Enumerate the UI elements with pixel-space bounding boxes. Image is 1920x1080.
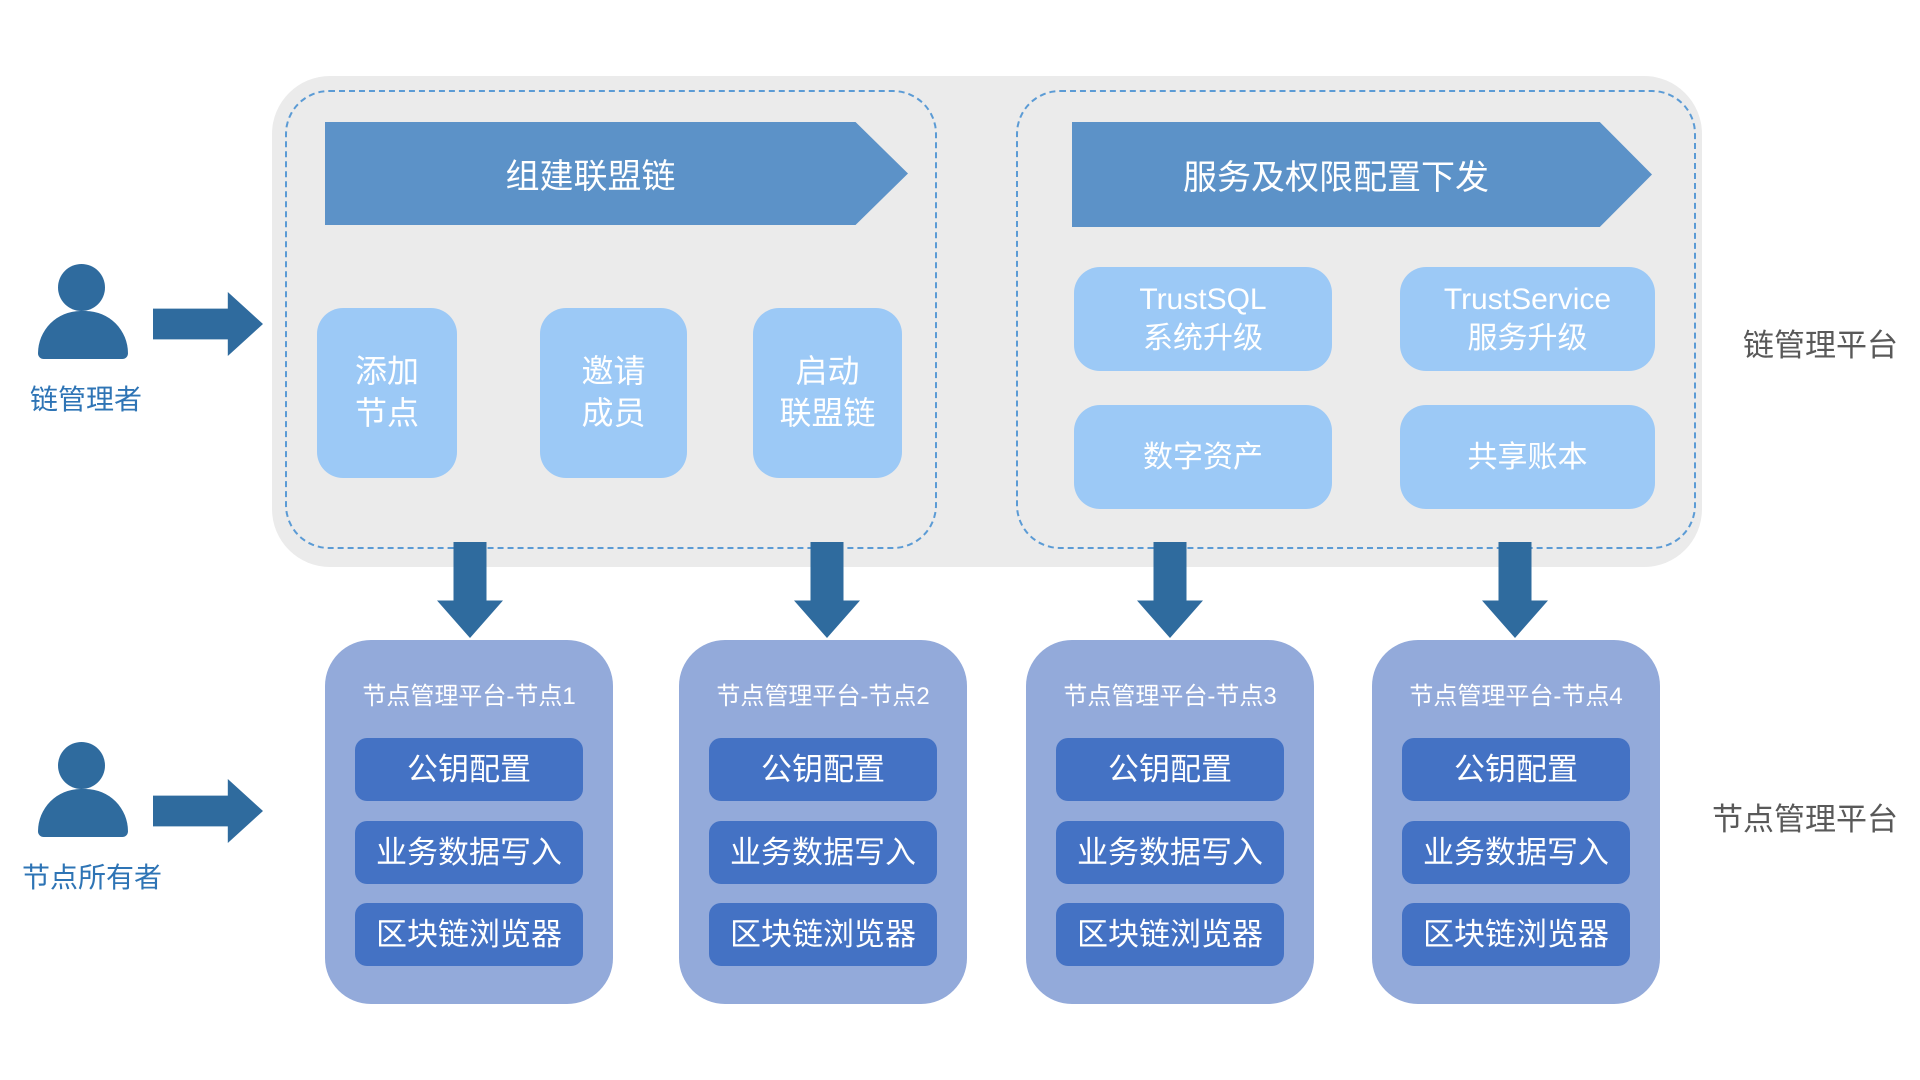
node-platform-box-3: 节点管理平台-节点3 公钥配置 业务数据写入 区块链浏览器 <box>1026 640 1314 1004</box>
trustservice-upgrade-box: TrustService 服务升级 <box>1400 267 1655 371</box>
right-arrow-icon <box>153 292 263 356</box>
invite-member-line2: 成员 <box>581 395 646 431</box>
build-chain-group <box>285 90 937 549</box>
start-chain-line2: 联盟链 <box>779 395 876 431</box>
chain-manager-label: 链管理者 <box>30 384 143 415</box>
trustsql-upgrade-box: TrustSQL 系统升级 <box>1074 267 1332 371</box>
chain-manager-person-icon-body <box>38 311 128 359</box>
chain-manager-person-icon <box>58 264 105 311</box>
business-data-write-box: 业务数据写入 <box>355 821 583 884</box>
right-arrow-icon <box>153 779 263 843</box>
shared-ledger-box: 共享账本 <box>1400 405 1655 509</box>
service-config-group <box>1016 90 1696 549</box>
digital-asset-box: 数字资产 <box>1074 405 1332 509</box>
node-box-title: 节点管理平台-节点3 <box>1063 683 1277 710</box>
node-box-title: 节点管理平台-节点2 <box>716 683 930 710</box>
trustservice-line1: TrustService <box>1443 283 1612 316</box>
public-key-config-box: 公钥配置 <box>709 738 937 801</box>
node-platform-box-2: 节点管理平台-节点2 公钥配置 业务数据写入 区块链浏览器 <box>679 640 967 1004</box>
trustsql-line1: TrustSQL <box>1139 283 1267 316</box>
node-owner-person-icon-body <box>38 789 128 837</box>
add-node-box: 添加 节点 <box>317 308 457 478</box>
build-chain-banner: 组建联盟链 <box>325 122 908 225</box>
add-node-line1: 添加 <box>354 353 419 390</box>
invite-member-line1: 邀请 <box>581 353 646 390</box>
digital-asset-label: 数字资产 <box>1143 440 1263 474</box>
invite-member-box: 邀请 成员 <box>540 308 687 478</box>
node-box-title: 节点管理平台-节点1 <box>362 683 576 710</box>
node-platform-box-1: 节点管理平台-节点1 公钥配置 业务数据写入 区块链浏览器 <box>325 640 613 1004</box>
node-owner-label: 节点所有者 <box>22 862 163 893</box>
blockchain-browser-box: 区块链浏览器 <box>1056 903 1284 966</box>
node-owner-person-icon <box>58 742 105 789</box>
public-key-config-box: 公钥配置 <box>1056 738 1284 801</box>
service-config-banner: 服务及权限配置下发 <box>1072 122 1652 227</box>
blockchain-browser-box: 区块链浏览器 <box>709 903 937 966</box>
trustsql-line2: 系统升级 <box>1143 322 1263 355</box>
blockchain-browser-box: 区块链浏览器 <box>1402 903 1630 966</box>
build-chain-banner-label: 组建联盟链 <box>505 158 676 196</box>
node-platform-side-label: 节点管理平台 <box>1712 802 1898 837</box>
blockchain-browser-box: 区块链浏览器 <box>355 903 583 966</box>
chain-platform-side-label: 链管理平台 <box>1743 328 1898 363</box>
trustservice-line2: 服务升级 <box>1467 322 1588 355</box>
start-chain-box: 启动 联盟链 <box>753 308 902 478</box>
node-box-title: 节点管理平台-节点4 <box>1409 683 1623 710</box>
business-data-write-box: 业务数据写入 <box>1402 821 1630 884</box>
add-node-line2: 节点 <box>354 395 419 431</box>
public-key-config-box: 公钥配置 <box>355 738 583 801</box>
shared-ledger-label: 共享账本 <box>1467 440 1588 474</box>
start-chain-line1: 启动 <box>795 353 860 390</box>
node-platform-box-4: 节点管理平台-节点4 公钥配置 业务数据写入 区块链浏览器 <box>1372 640 1660 1004</box>
business-data-write-box: 业务数据写入 <box>709 821 937 884</box>
public-key-config-box: 公钥配置 <box>1402 738 1630 801</box>
service-config-banner-label: 服务及权限配置下发 <box>1183 159 1489 197</box>
business-data-write-box: 业务数据写入 <box>1056 821 1284 884</box>
